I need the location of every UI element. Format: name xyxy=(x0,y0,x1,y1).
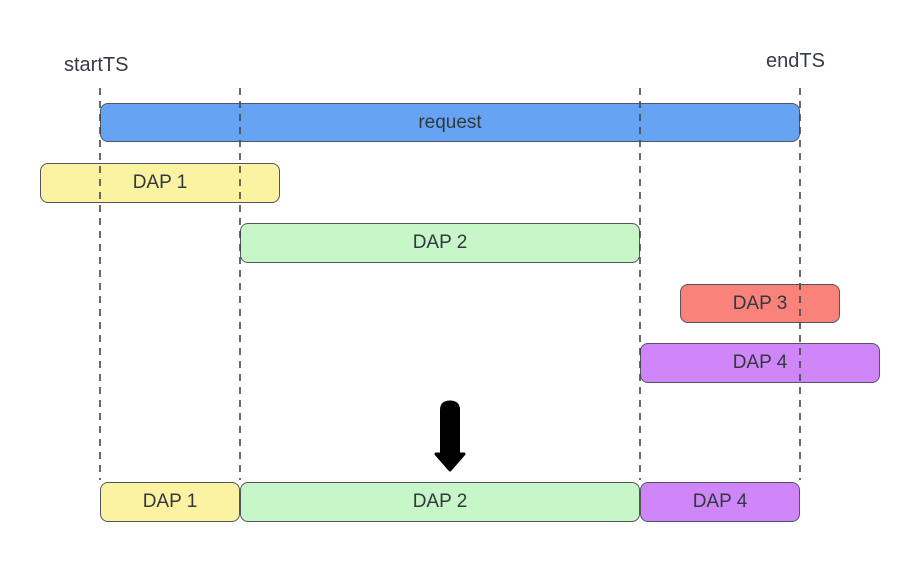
arrow-down-icon xyxy=(432,398,468,479)
request-bar: request xyxy=(100,103,800,142)
dap4-bar-label: DAP 4 xyxy=(732,352,788,373)
result-dap2-bar: DAP 2 xyxy=(240,482,640,522)
result-dap2-label: DAP 2 xyxy=(412,491,468,512)
dap2-bar-label: DAP 2 xyxy=(412,232,468,253)
start-ts-label: startTS xyxy=(64,54,129,76)
dap3-bar: DAP 3 xyxy=(680,284,840,323)
result-dap4-label: DAP 4 xyxy=(692,491,748,512)
request-bar-label: request xyxy=(418,111,482,133)
end-ts-label: endTS xyxy=(766,50,825,72)
result-dap1-label: DAP 1 xyxy=(142,491,198,512)
result-dap1-bar: DAP 1 xyxy=(100,482,240,522)
dap2-bar: DAP 2 xyxy=(240,223,640,263)
dap3-bar-label: DAP 3 xyxy=(732,292,788,314)
result-dap4-bar: DAP 4 xyxy=(640,482,800,522)
dap1-bar: DAP 1 xyxy=(40,163,280,203)
arrow-down-icon-svg xyxy=(434,400,466,472)
dap4-bar: DAP 4 xyxy=(640,343,880,383)
dap1-bar-label: DAP 1 xyxy=(132,172,188,193)
